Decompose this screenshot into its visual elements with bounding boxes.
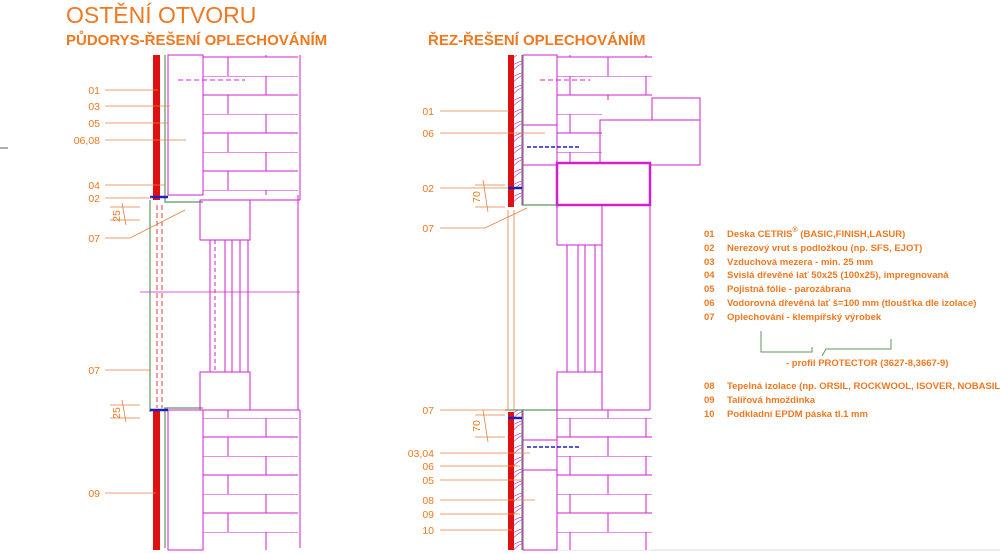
horizontal-batten — [522, 124, 558, 166]
legend-num: 06 — [704, 298, 715, 309]
section-drawing: 01 06 02 07 07 03,04 06 05 08 09 10 70 7… — [408, 54, 701, 551]
legend-num: 08 — [704, 381, 715, 392]
plan-label: 05 — [88, 118, 100, 130]
page-title: OSTĚNÍ OTVORU — [66, 2, 256, 28]
profile-bracket — [760, 331, 892, 357]
section-label: 09 — [422, 509, 434, 521]
cladding-board-bottom — [153, 410, 160, 550]
plan-label: 07 — [88, 233, 100, 245]
cladding-board-top — [153, 55, 160, 200]
right-subtitle: ŘEZ-ŘEŠENÍ OPLECHOVÁNÍM — [428, 31, 646, 49]
legend-text: Talířová hmoždinka — [727, 395, 816, 406]
legend-num: 05 — [704, 284, 715, 295]
cladding-board-top — [508, 55, 514, 207]
section-dimension: 70 — [471, 420, 483, 432]
section-label: 06 — [422, 461, 434, 473]
plan-dimension: 25 — [111, 407, 123, 419]
window-frame-bottom — [199, 371, 251, 411]
legend-text: Tepelná izolace (np. ORSIL, ROCKWOOL, IS… — [727, 381, 1000, 392]
plan-label: 03 — [88, 101, 100, 113]
legend-text: Pojistná fólie - parozábrana — [727, 284, 852, 295]
section-label: 03,04 — [408, 448, 434, 460]
legend-text: Vzduchová mezera - min. 25 mm — [727, 257, 873, 268]
plan-label: 07 — [88, 365, 100, 377]
section-label: 10 — [422, 525, 434, 537]
legend-num: 10 — [704, 409, 715, 420]
section-dimension: 70 — [471, 191, 483, 203]
lintel-beam — [555, 161, 652, 207]
plan-dimension: 25 — [111, 210, 123, 222]
floor-slab — [599, 119, 701, 166]
profile-note: - profil PROTECTOR (3627-8,3667-9) — [786, 358, 948, 369]
plan-drawing: 01 03 05 06,08 04 02 07 07 09 25 25 — [74, 54, 301, 551]
flashing — [164, 55, 203, 548]
legend-num: 04 — [704, 270, 715, 281]
legend-text: Nerezový vrut s podložkou (np. SFS, EJOT… — [727, 243, 922, 254]
plan-label: 06,08 — [74, 135, 100, 147]
section-label: 02 — [422, 183, 434, 195]
legend-num: 02 — [704, 243, 715, 254]
section-label: 07 — [422, 405, 434, 417]
section-label: 01 — [422, 106, 434, 118]
legend-text: Vodorovná dřevěná lať š=100 mm (tloušťka… — [727, 298, 976, 309]
legend-text: Deska CETRIS® (BASIC,FINISH,LASUR) — [727, 226, 905, 240]
left-subtitle: PŮDORYS-ŘEŠENÍ OPLECHOVÁNÍM — [66, 30, 327, 49]
window-frame-top — [199, 199, 251, 241]
plan-label: 09 — [88, 488, 100, 500]
section-label: 05 — [422, 475, 434, 487]
legend-num: 09 — [704, 395, 715, 406]
plan-label: 04 — [88, 180, 100, 192]
plan-label: 01 — [88, 85, 100, 97]
masonry-wall-top — [203, 55, 298, 195]
section-label: 07 — [422, 223, 434, 235]
insulation-top — [167, 54, 204, 196]
section-label: 08 — [422, 495, 434, 507]
legend-num: 07 — [704, 312, 715, 323]
plan-label: 02 — [88, 193, 100, 205]
legend: 01 Deska CETRIS® (BASIC,FINISH,LASUR) 02… — [704, 226, 1000, 420]
cladding-board-bottom — [508, 412, 514, 550]
legend-text: Oplechování - klempířský výrobek — [727, 312, 882, 323]
legend-num: 03 — [704, 257, 715, 268]
legend-num: 01 — [704, 229, 715, 240]
legend-text: Podkladní EPDM páska tl.1 mm — [727, 409, 868, 420]
legend-text: Svislá dřevěné lať 50x25 (100x25), impre… — [727, 270, 949, 281]
section-label: 06 — [422, 128, 434, 140]
insulation-bottom — [167, 409, 204, 551]
masonry-wall-bottom — [203, 410, 298, 550]
